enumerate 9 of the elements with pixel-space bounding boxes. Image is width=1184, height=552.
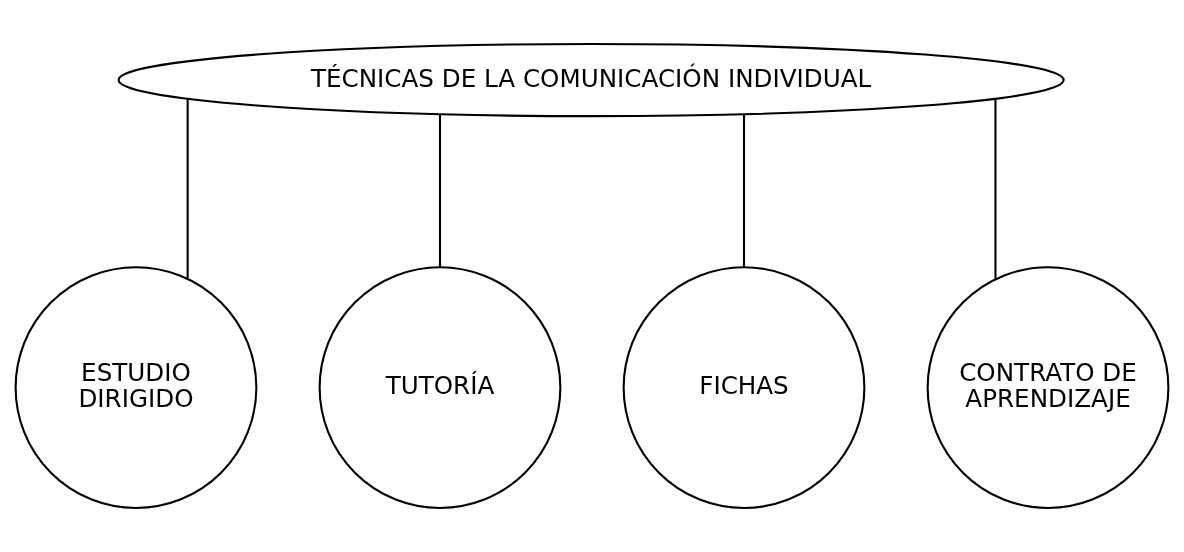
- node-circle: CONTRATO DE APRENDIZAJE: [926, 266, 1170, 510]
- node-circle: ESTUDIO DIRIGIDO: [14, 266, 258, 510]
- connector: [186, 98, 189, 279]
- node-ellipse: TÉCNICAS DE LA COMUNICACIÓN INDIVIDUAL: [117, 42, 1065, 118]
- connector: [438, 114, 442, 267]
- node-circle: FICHAS: [622, 266, 866, 510]
- connector: [742, 114, 746, 267]
- connector: [994, 98, 997, 279]
- node-circle: TUTORÍA: [318, 266, 562, 510]
